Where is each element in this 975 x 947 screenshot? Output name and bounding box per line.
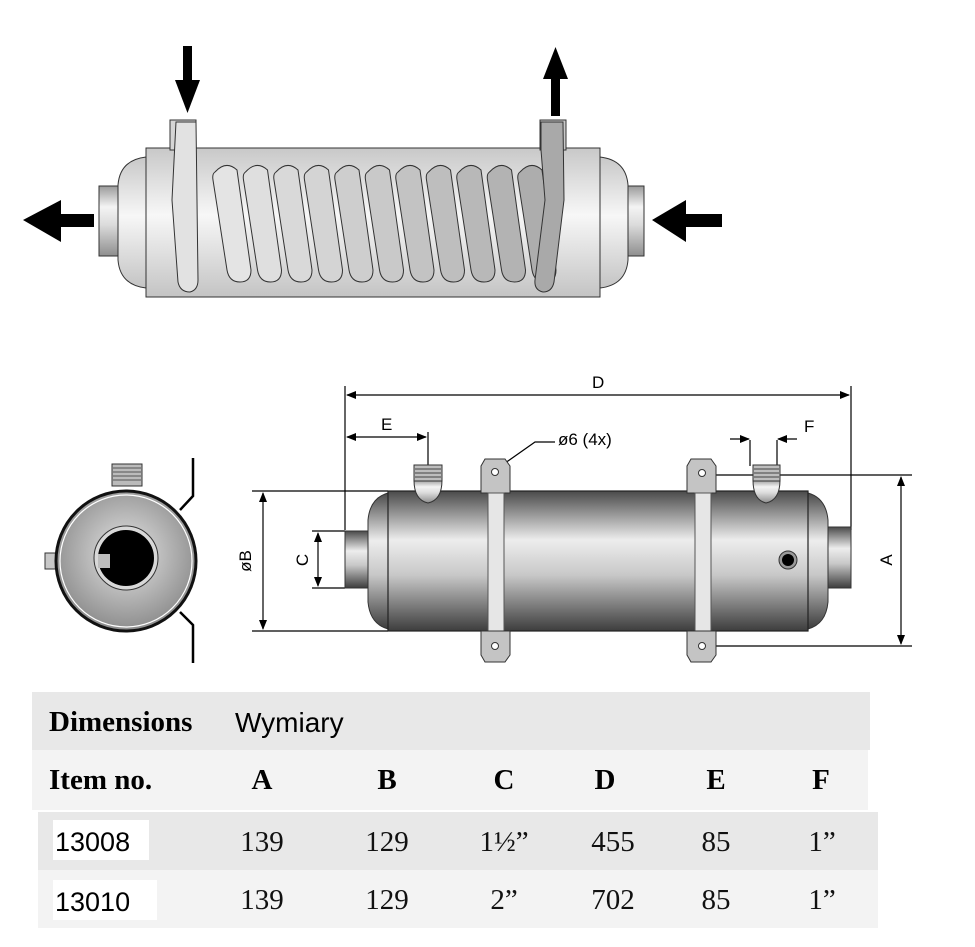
flow-diagram bbox=[23, 46, 722, 298]
arrow-left-outlet-icon bbox=[23, 200, 94, 242]
cell-d: 455 bbox=[591, 826, 635, 858]
dim-label-b: øB bbox=[236, 550, 255, 572]
item-number: 13010 bbox=[55, 887, 131, 917]
heat-exchanger-diagram: D E F ø6 (4x) øB C A bbox=[23, 46, 912, 663]
cell-f: 1” bbox=[808, 884, 836, 916]
coil-turn bbox=[395, 165, 435, 283]
table-title-bar: Dimensions Wymiary bbox=[32, 692, 870, 750]
table-row: 13008 139 129 1½” 455 85 1” bbox=[38, 812, 878, 870]
header-d: D bbox=[594, 764, 616, 796]
item-number: 13008 bbox=[55, 827, 131, 857]
header-c: C bbox=[493, 764, 515, 796]
coil-turn bbox=[364, 165, 405, 283]
table-header-row: Item no. A B C D E F bbox=[32, 750, 868, 810]
coil-turn bbox=[273, 165, 313, 283]
coil-turn bbox=[212, 165, 252, 283]
dim-label-a: A bbox=[877, 554, 896, 566]
table-title-english: Dimensions bbox=[49, 706, 193, 738]
cell-a: 139 bbox=[240, 826, 284, 858]
cell-e: 85 bbox=[701, 884, 731, 916]
end-view-drawing bbox=[44, 458, 198, 663]
dim-label-f: F bbox=[804, 417, 814, 436]
item-number-cell: 13010 bbox=[53, 880, 157, 920]
table-title-polish: Wymiary bbox=[235, 707, 344, 738]
header-a: A bbox=[251, 764, 273, 796]
cell-a: 139 bbox=[240, 884, 284, 916]
dim-label-c: C bbox=[293, 554, 312, 566]
coil-turn bbox=[486, 165, 527, 283]
header-e: E bbox=[706, 764, 726, 796]
side-view-drawing: D E F ø6 (4x) øB C A bbox=[236, 373, 912, 663]
dim-label-e: E bbox=[381, 415, 392, 434]
cell-c: 2” bbox=[490, 884, 518, 916]
mounting-bracket-right bbox=[686, 458, 717, 663]
coil-turn bbox=[303, 165, 344, 283]
coil-turn bbox=[242, 165, 283, 283]
coil-turns bbox=[212, 165, 557, 283]
item-number-cell: 13008 bbox=[53, 820, 149, 860]
mounting-bracket-left bbox=[480, 458, 511, 663]
cell-b: 129 bbox=[365, 884, 409, 916]
header-f: F bbox=[812, 764, 830, 796]
arrow-down-inlet-icon bbox=[175, 46, 200, 113]
cell-b: 129 bbox=[365, 826, 409, 858]
dim-label-d: D bbox=[592, 373, 604, 392]
cell-e: 85 bbox=[701, 826, 731, 858]
hole-note: ø6 (4x) bbox=[558, 430, 612, 449]
table-row: 13010 139 129 2” 702 85 1” bbox=[38, 870, 878, 928]
cell-c: 1½” bbox=[479, 826, 529, 858]
arrow-left-inlet-icon bbox=[652, 200, 722, 242]
header-b: B bbox=[377, 764, 397, 796]
coil-turn bbox=[425, 165, 466, 283]
arrow-up-outlet-icon bbox=[543, 47, 568, 116]
cell-f: 1” bbox=[808, 826, 836, 858]
header-item-no: Item no. bbox=[49, 764, 153, 796]
coil-turn bbox=[456, 165, 496, 283]
cell-d: 702 bbox=[591, 884, 635, 916]
coil-turn bbox=[334, 165, 374, 283]
